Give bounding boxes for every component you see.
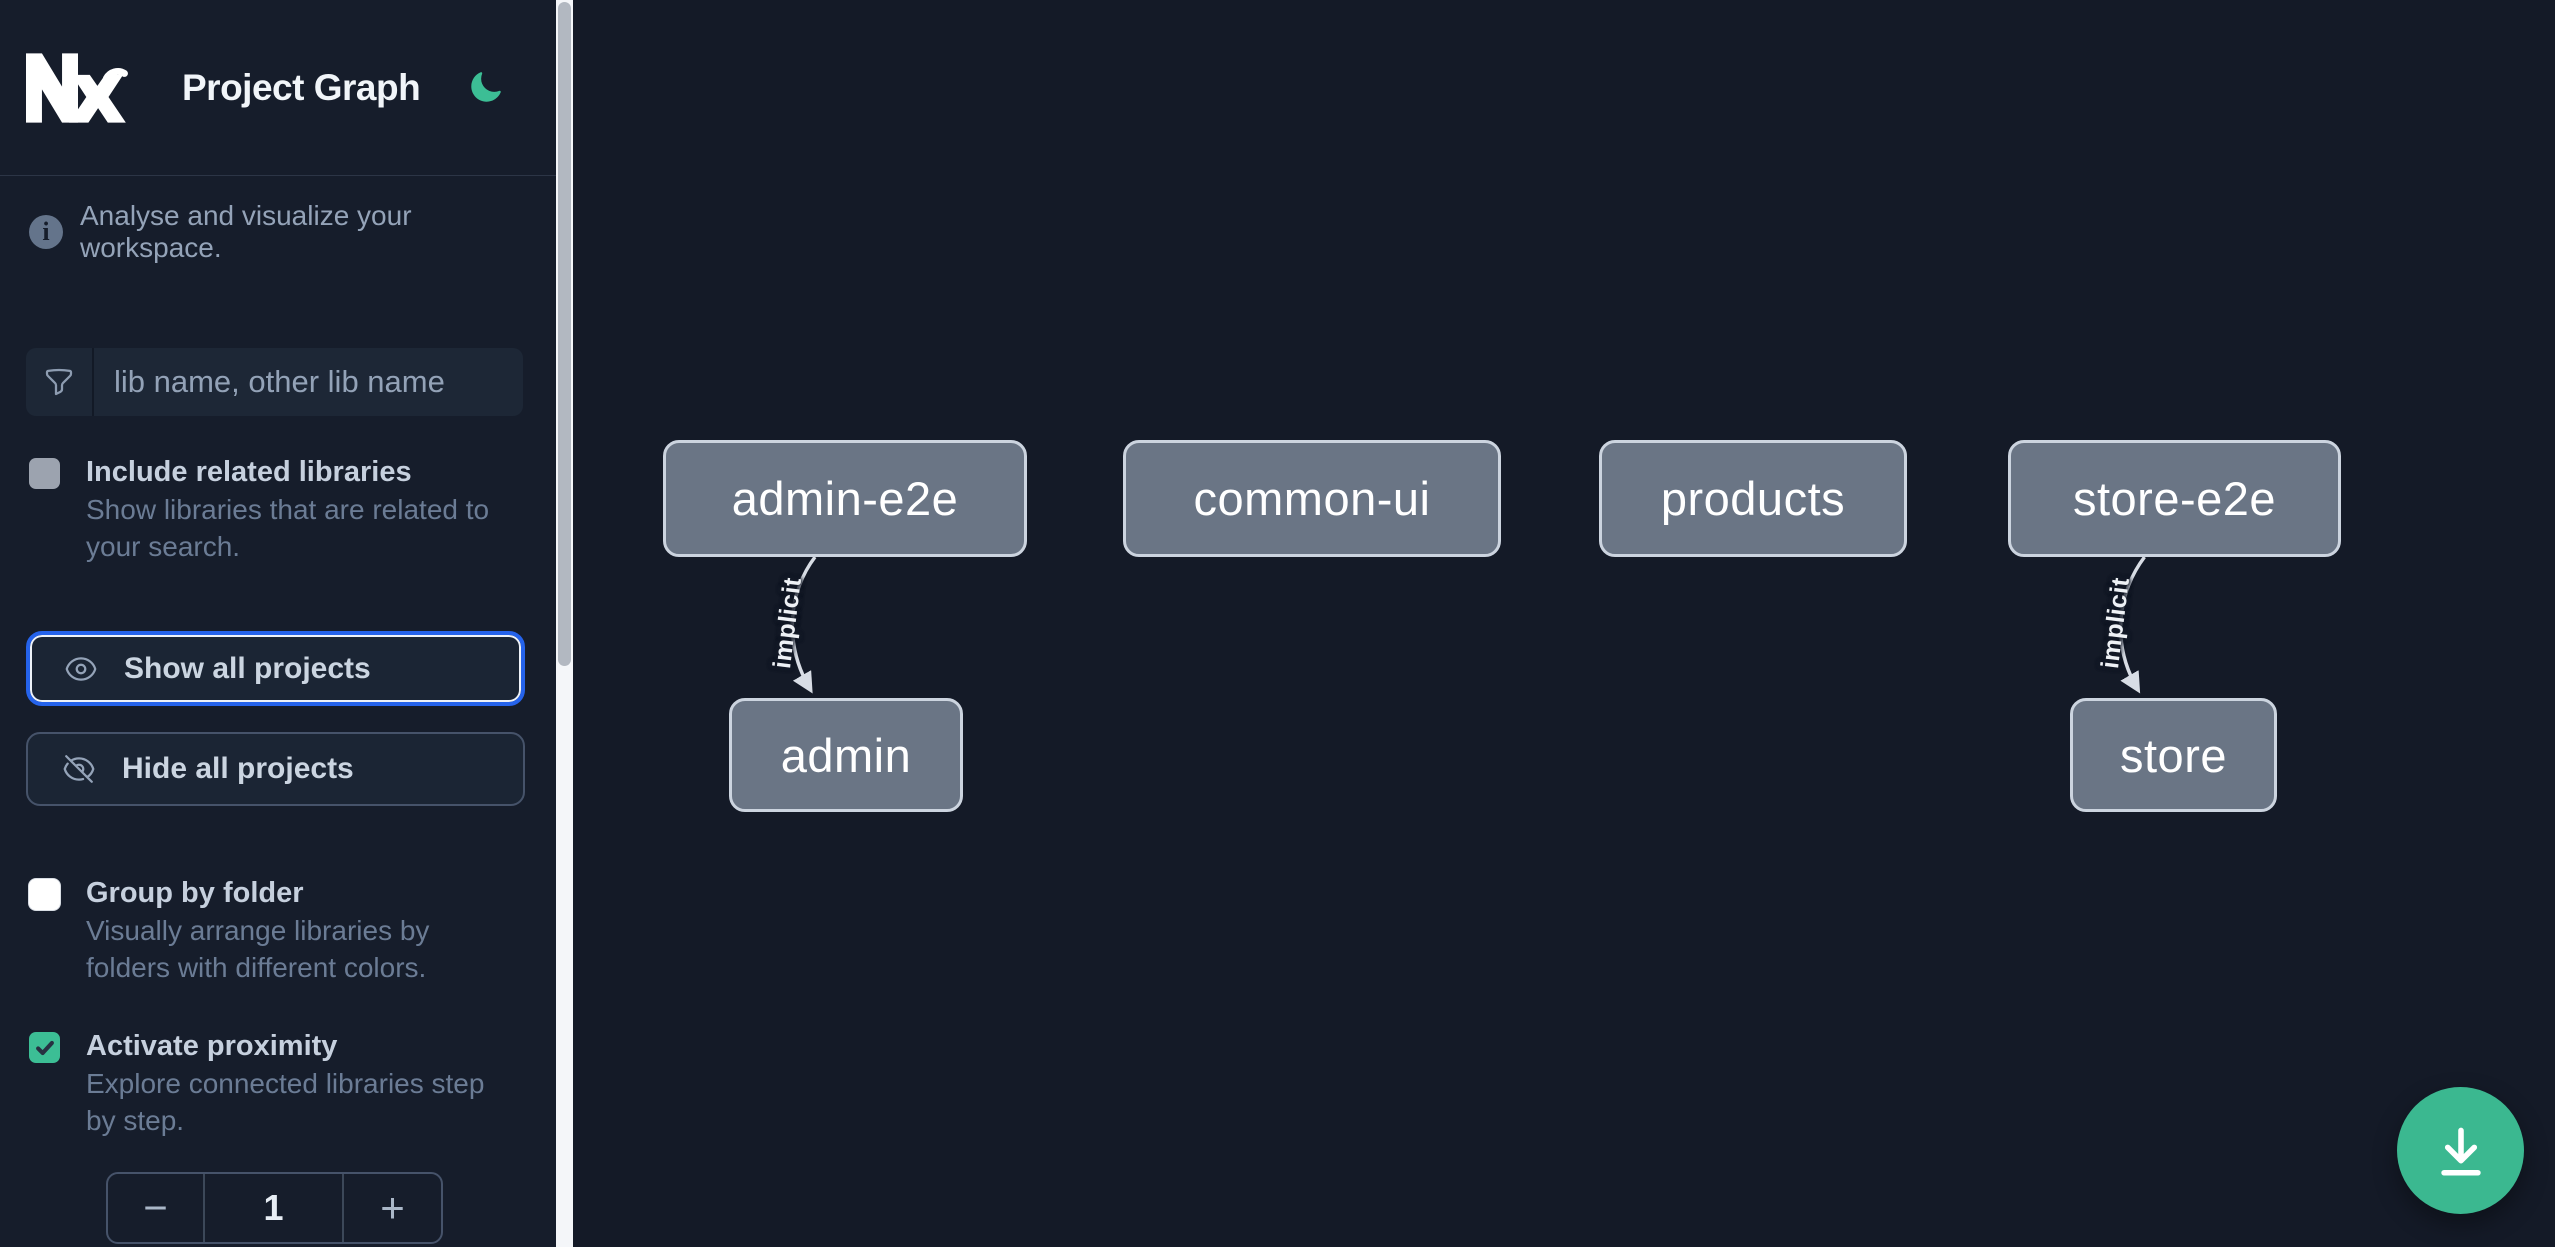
group-by-folder-row: Group by folder Visually arrange librari… (29, 875, 530, 986)
page-title: Project Graph (182, 66, 421, 108)
include-related-description: Show libraries that are related to your … (86, 494, 490, 562)
proximity-stepper: − 1 + (106, 1172, 443, 1244)
proximity-value: 1 (263, 1187, 284, 1228)
graph-edge-store-e2e-store (2118, 555, 2146, 694)
moon-icon (470, 72, 501, 102)
download-icon (2440, 1127, 2481, 1176)
activate-proximity-description: Explore connected libraries step by step… (86, 1068, 485, 1136)
eye-icon (65, 656, 97, 681)
show-all-projects-label: Show all projects (124, 651, 371, 685)
graph-node-admin[interactable]: admin (729, 698, 963, 812)
info-icon: i (29, 215, 63, 249)
theme-toggle-button[interactable] (465, 68, 505, 108)
hide-all-projects-label: Hide all projects (122, 752, 354, 785)
graph-edges-layer (790, 555, 2146, 694)
activate-proximity-row: Activate proximity Explore connected lib… (29, 1028, 530, 1139)
project-filter (26, 348, 523, 416)
nx-logo-icon (26, 52, 128, 123)
sidebar-scrollbar-thumb[interactable] (558, 2, 571, 666)
funnel-icon (45, 368, 73, 396)
sidebar: Project Graph i Analyse and visualize yo… (0, 0, 556, 1247)
checkmark-icon (35, 1040, 54, 1055)
graph-edge-admin-e2e-admin (790, 555, 817, 694)
sidebar-header: Project Graph (0, 0, 556, 176)
activate-proximity-label: Activate proximity (86, 1030, 338, 1062)
include-related-row: Include related libraries Show libraries… (29, 454, 530, 565)
graph-node-products[interactable]: products (1599, 440, 1907, 557)
proximity-decrement-button[interactable]: − (108, 1174, 205, 1242)
group-by-folder-label: Group by folder (86, 877, 304, 909)
filter-input[interactable] (94, 348, 523, 416)
group-by-folder-checkbox[interactable] (29, 879, 60, 910)
workspace-info-row: i Analyse and visualize your workspace. (29, 200, 530, 264)
graph-node-admin-e2e[interactable]: admin-e2e (663, 440, 1027, 557)
graph-canvas[interactable]: admin-e2e common-ui products store-e2e admin… (573, 0, 2555, 1247)
workspace-tagline: Analyse and visualize your workspace. (80, 200, 412, 263)
group-by-folder-description: Visually arrange libraries by folders wi… (86, 915, 430, 983)
include-related-checkbox[interactable] (29, 458, 60, 489)
proximity-increment-button[interactable]: + (342, 1174, 441, 1242)
include-related-label: Include related libraries (86, 456, 412, 488)
activate-proximity-checkbox[interactable] (29, 1032, 60, 1063)
eye-off-icon (63, 755, 95, 783)
download-graph-button[interactable] (2397, 1087, 2524, 1214)
filter-icon-cell (26, 348, 94, 416)
show-all-projects-button[interactable]: Show all projects (26, 631, 525, 706)
graph-node-store-e2e[interactable]: store-e2e (2008, 440, 2341, 557)
hide-all-projects-button[interactable]: Hide all projects (26, 732, 525, 806)
sidebar-scrollbar-track[interactable] (556, 0, 573, 1247)
graph-node-common-ui[interactable]: common-ui (1123, 440, 1501, 557)
graph-node-store[interactable]: store (2070, 698, 2277, 812)
